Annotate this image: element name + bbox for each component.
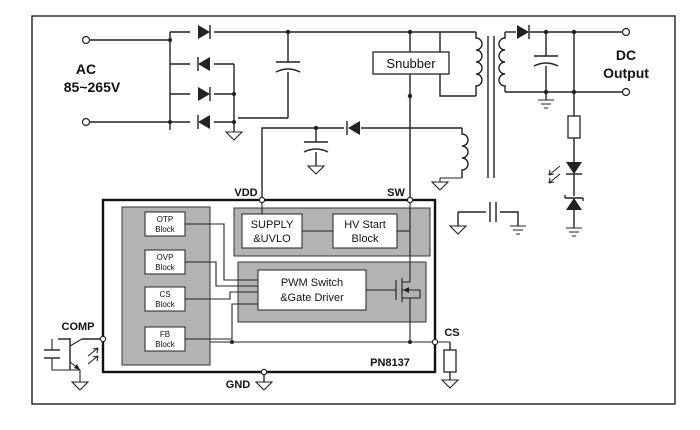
bridge-diode-1 bbox=[198, 25, 211, 39]
fb-block-label: FB bbox=[160, 330, 170, 339]
aux-supply bbox=[261, 121, 469, 200]
ac-terminal-top bbox=[81, 35, 91, 45]
cs-pin-label: CS bbox=[444, 327, 459, 339]
cs-resistor bbox=[440, 342, 460, 389]
zener-ground-icon bbox=[566, 227, 582, 237]
bridge-diode-4 bbox=[197, 115, 210, 129]
y-capacitor bbox=[448, 202, 526, 235]
zener-diode bbox=[564, 195, 584, 210]
ac-label: AC bbox=[76, 61, 96, 77]
sw-pin bbox=[406, 196, 414, 204]
vdd-pin bbox=[258, 196, 266, 204]
ovp-block-label: OVP bbox=[157, 253, 174, 262]
hv-start-block bbox=[332, 213, 398, 249]
otp-block bbox=[144, 211, 186, 237]
transformer-core bbox=[487, 36, 495, 178]
outer-frame bbox=[31, 15, 676, 405]
snubber-label: Snubber bbox=[386, 56, 436, 71]
bridge-diode-2 bbox=[197, 57, 210, 71]
comp-pin-label: COMP bbox=[62, 321, 95, 333]
aux-diode bbox=[346, 121, 360, 135]
cs-block-label: CS bbox=[159, 290, 170, 299]
gnd-pin-label: GND bbox=[226, 379, 251, 391]
gnd-pin bbox=[260, 368, 268, 376]
dc-terminal-top bbox=[621, 27, 631, 37]
vdd-cap-ground-icon bbox=[306, 165, 326, 175]
cs-block bbox=[144, 286, 186, 312]
comp-ground-icon bbox=[70, 381, 90, 391]
ac-voltage-label: 85~265V bbox=[64, 79, 121, 95]
bridge-diode-3 bbox=[198, 87, 211, 101]
secondary-winding bbox=[498, 32, 506, 92]
vdd-pin-label: VDD bbox=[234, 187, 257, 199]
pn8137-chip: OTP Block OVP Block CS Block FB Block SU… bbox=[62, 187, 460, 391]
gnd-connection bbox=[254, 374, 274, 391]
feedback-resistor bbox=[567, 115, 581, 139]
comp-optotransistor bbox=[44, 338, 100, 391]
supply-uvlo-sublabel: &UVLO bbox=[253, 233, 291, 245]
pwm-switch-label: PWM Switch bbox=[281, 277, 343, 289]
aux-ground-icon bbox=[430, 177, 462, 191]
output-diode bbox=[517, 25, 530, 39]
dc-terminal-bottom bbox=[621, 87, 631, 97]
dc-output-label: Output bbox=[603, 65, 649, 81]
gnd-ground-icon bbox=[254, 381, 274, 391]
hv-start-label: HV Start bbox=[344, 219, 386, 231]
ovp-block-sublabel: Block bbox=[155, 263, 176, 272]
fb-block-sublabel: Block bbox=[155, 340, 176, 349]
cs-pin bbox=[431, 338, 439, 346]
hv-start-sublabel: Block bbox=[352, 233, 379, 245]
comp-pin bbox=[99, 335, 107, 343]
supply-uvlo-block bbox=[241, 213, 303, 249]
supply-uvlo-label: SUPPLY bbox=[251, 219, 294, 231]
otp-block-sublabel: Block bbox=[155, 225, 176, 234]
chip-name-label: PN8137 bbox=[370, 357, 410, 369]
bridge-rectifier bbox=[90, 25, 301, 141]
primary-circuit: Snubber bbox=[292, 29, 506, 200]
dc-label: DC bbox=[616, 47, 636, 63]
cs-ground-icon bbox=[440, 379, 460, 389]
primary-winding bbox=[475, 32, 483, 96]
output-ground-icon bbox=[538, 99, 554, 109]
snubber-box bbox=[372, 51, 450, 75]
bridge-ground-icon bbox=[224, 131, 244, 141]
otp-block-label: OTP bbox=[157, 215, 173, 224]
pwm-switch-block bbox=[257, 269, 367, 311]
power-mosfet bbox=[395, 200, 421, 342]
secondary-output: DC Output bbox=[505, 25, 649, 237]
optocoupler-led bbox=[548, 162, 582, 184]
ovp-block bbox=[144, 249, 186, 275]
ac-input: AC 85~265V bbox=[64, 35, 121, 127]
pwm-switch-sublabel: &Gate Driver bbox=[280, 292, 344, 304]
sw-pin-label: SW bbox=[387, 187, 405, 199]
aux-winding bbox=[461, 128, 469, 178]
cs-block-sublabel: Block bbox=[155, 300, 176, 309]
ac-terminal-bottom bbox=[81, 117, 91, 127]
